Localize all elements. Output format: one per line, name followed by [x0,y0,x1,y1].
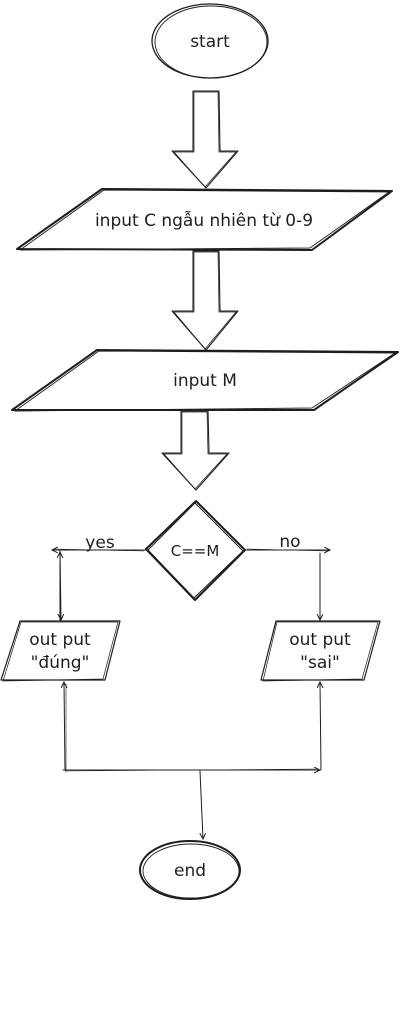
merge-connectors [63,682,321,839]
output-dung-line2: "đúng" [31,653,90,673]
end-label: end [174,861,206,881]
output-dung-line1: out put [29,630,91,650]
edge-no: no [244,532,330,620]
output-sai-line2: "sai" [300,653,340,673]
input-c-label: input C ngẫu nhiên từ 0-9 [95,210,313,231]
arrow-start-to-input-c [171,90,239,189]
edge-yes: yes [52,533,147,620]
input-c-node[interactable]: input C ngẫu nhiên từ 0-9 [16,188,393,251]
output-sai-line1: out put [289,630,351,650]
input-m-node[interactable]: input M [11,349,399,412]
output-dung-node[interactable]: out put "đúng" [0,620,121,682]
start-node[interactable]: start [151,3,269,79]
decision-node[interactable]: C==M [145,500,246,601]
arrow-input-c-to-input-m [171,250,239,351]
end-node[interactable]: end [139,840,241,900]
edge-yes-label: yes [85,533,115,553]
output-sai-node[interactable]: out put "sai" [260,620,381,682]
decision-label: C==M [171,542,220,560]
start-label: start [190,32,230,52]
edge-no-label: no [279,532,300,552]
arrow-input-m-to-decision [161,410,230,491]
input-m-label: input M [173,371,237,391]
